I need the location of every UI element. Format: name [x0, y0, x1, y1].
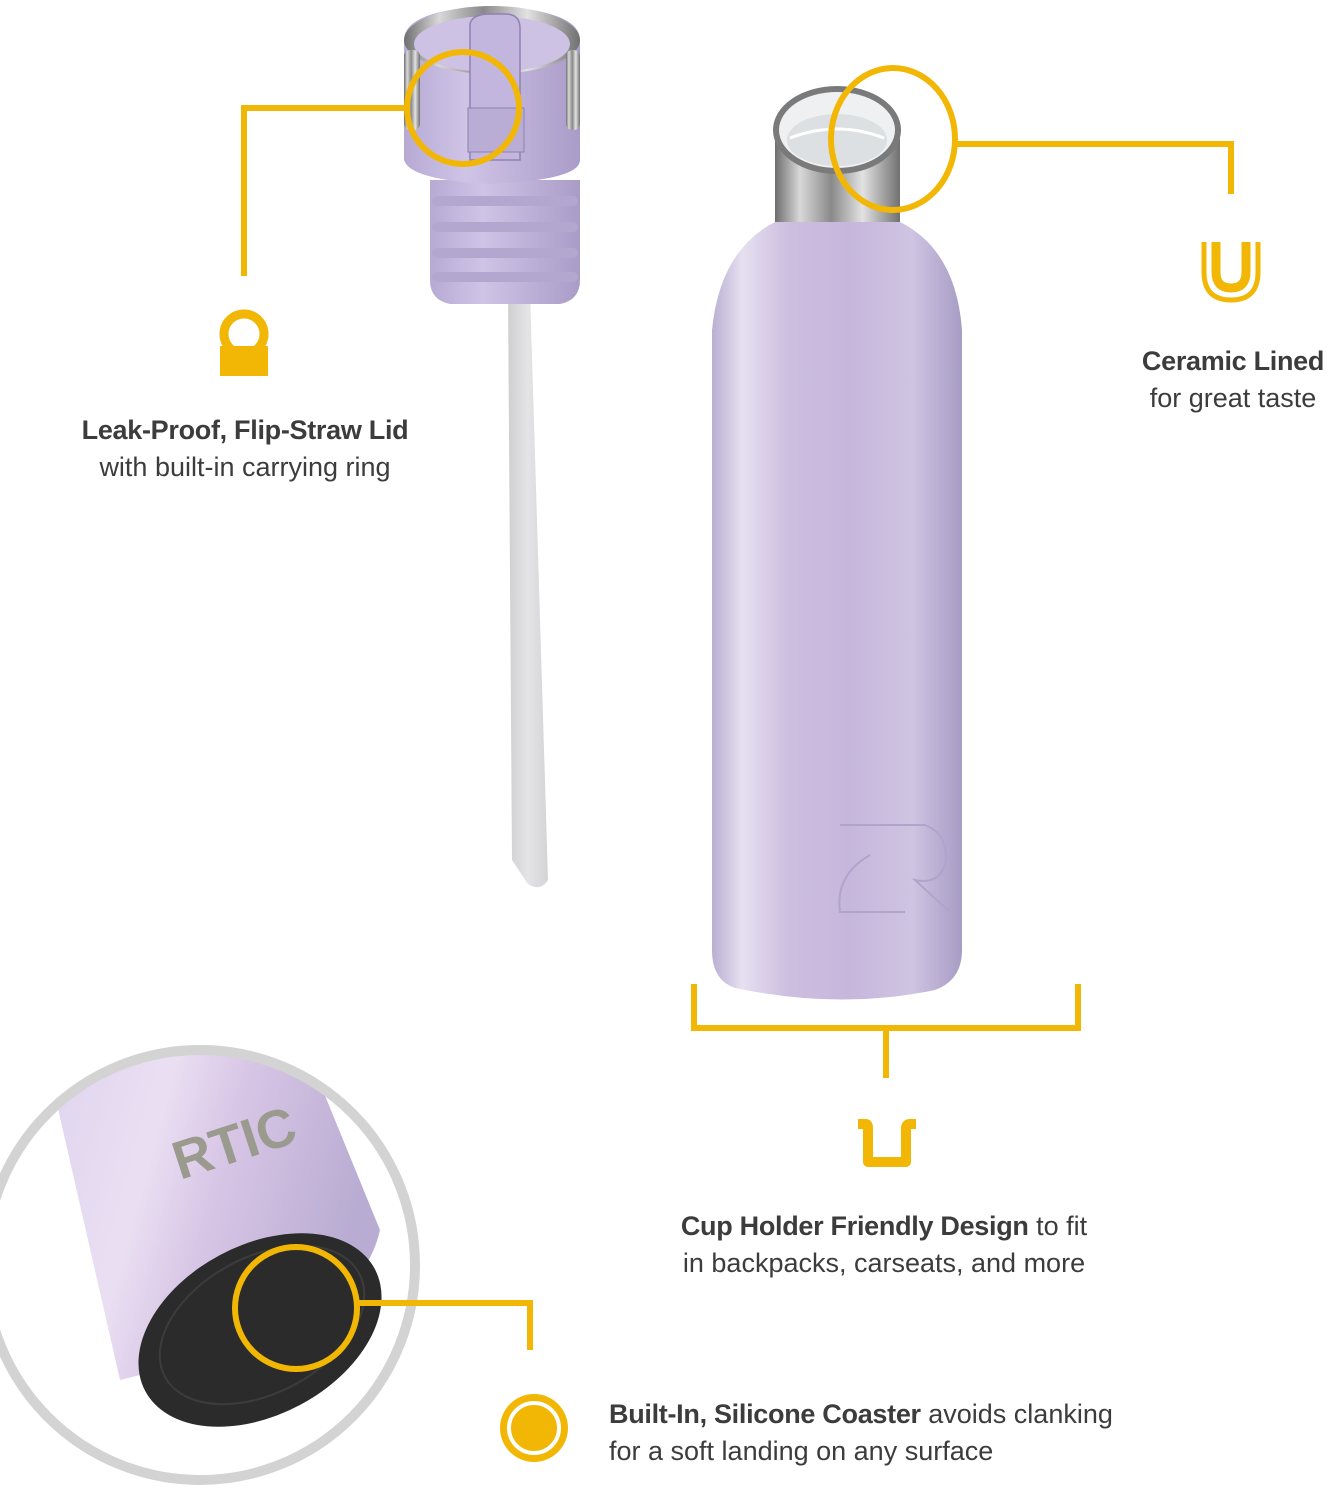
carrying-ring-icon	[219, 309, 269, 376]
feature-coaster-title: Built-In, Silicone Coaster	[609, 1399, 921, 1429]
feature-lining-title: Ceramic Lined	[1141, 346, 1325, 376]
callout-lines	[232, 49, 1234, 1372]
ceramic-lining-icon	[1201, 242, 1261, 303]
water-bottle	[712, 86, 962, 1000]
feature-cupholder: Cup Holder Friendly Design to fit in bac…	[624, 1208, 1144, 1281]
feature-lining-subtitle: for great taste	[1149, 382, 1317, 413]
silicone-coaster-icon	[500, 1394, 568, 1462]
coaster-detail-circle: RTIC	[0, 1045, 420, 1485]
feature-coaster: Built-In, Silicone Coaster avoids clanki…	[609, 1396, 1309, 1469]
feature-cupholder-subtitle: in backpacks, carseats, and more	[682, 1247, 1086, 1278]
feature-cupholder-title: Cup Holder Friendly Design	[680, 1211, 1029, 1241]
feature-lining: Ceramic Lined for great taste	[1110, 343, 1340, 416]
straw	[508, 292, 548, 888]
feature-cupholder-title-suffix: to fit	[1028, 1211, 1088, 1241]
feature-lid-title: Leak-Proof, Flip-Straw Lid	[81, 415, 409, 445]
feature-lid-subtitle: with built-in carrying ring	[99, 451, 391, 482]
cup-holder-icon	[858, 1119, 916, 1167]
feature-coaster-subtitle: for a soft landing on any surface	[609, 1435, 994, 1466]
feature-lid: Leak-Proof, Flip-Straw Lid with built-in…	[40, 412, 450, 485]
feature-coaster-title-suffix: avoids clanking	[920, 1399, 1113, 1429]
